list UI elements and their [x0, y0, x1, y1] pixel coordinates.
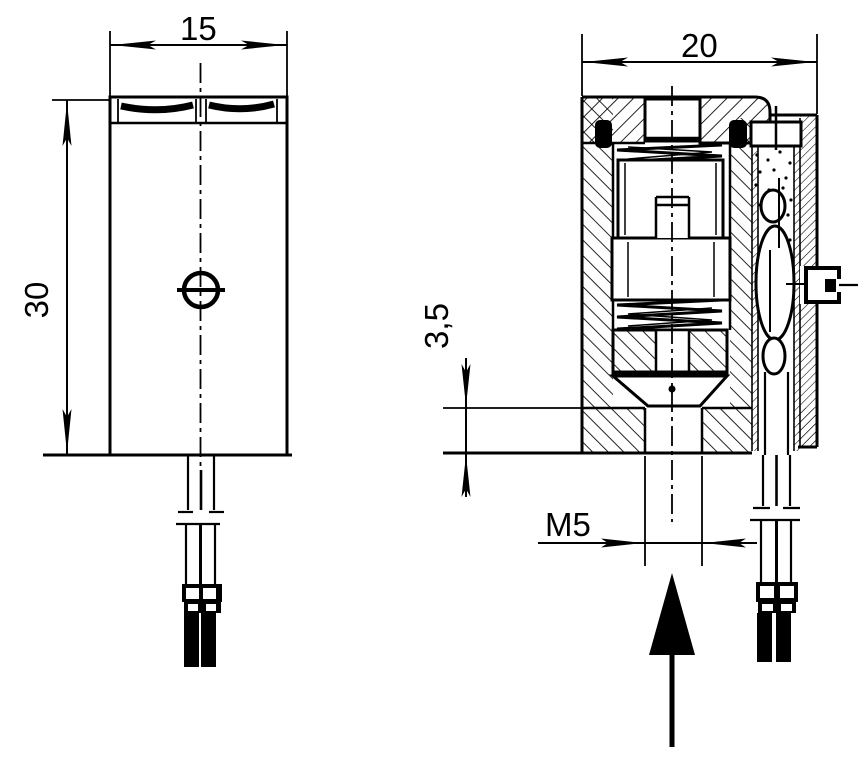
- mid-wall-hatch: [730, 118, 752, 408]
- dim-front-width: 15: [109, 10, 288, 96]
- dim-label-section-width: 20: [681, 27, 718, 64]
- plunger-magnet: [610, 158, 732, 302]
- cable-front: [176, 456, 224, 667]
- bottom-wall-hatch: [702, 408, 752, 453]
- dim-wall-thickness: 3,5: [418, 303, 583, 497]
- arrowhead-icon: [704, 538, 746, 548]
- reed-switch-channel: [749, 106, 803, 455]
- wire-crimp: [756, 582, 798, 613]
- actuation-direction-arrow: [649, 573, 695, 747]
- seal-right: [729, 120, 747, 148]
- reed-capsule-tip: [759, 188, 787, 224]
- potting-band: [110, 99, 287, 125]
- dim-thread: M5: [538, 456, 757, 566]
- wire-end: [184, 613, 199, 667]
- wire-end: [776, 613, 791, 662]
- arrowhead-icon: [584, 57, 628, 67]
- wire-end: [757, 613, 772, 662]
- dim-front-height: 30: [18, 99, 110, 455]
- arrowhead-icon: [241, 40, 285, 50]
- housing-outline: [108, 95, 289, 457]
- arrowhead-icon: [771, 57, 815, 67]
- dim-label-front-width: 15: [180, 10, 217, 47]
- adjustment-screw: [177, 270, 225, 310]
- seal-left: [595, 120, 612, 148]
- reed-capsule-bottom: [761, 336, 787, 376]
- dim-section-width: 20: [581, 27, 818, 114]
- bottom-wall-hatch: [582, 408, 645, 453]
- bottom-plug: [608, 328, 731, 408]
- sensor-housing-front: [43, 63, 292, 667]
- front-view: 15 30: [18, 10, 292, 667]
- tube-wall-hatch: [794, 146, 800, 451]
- side-connector: [786, 266, 858, 304]
- left-wall-hatch: [582, 97, 613, 408]
- dim-label-thread: M5: [545, 506, 591, 543]
- arrow-up-icon: [649, 573, 695, 655]
- potting-meniscus: [120, 101, 194, 114]
- section-view: 20: [418, 27, 858, 747]
- housing-section-walls: [443, 95, 819, 455]
- potting-meniscus: [208, 100, 275, 113]
- connector-tab: [825, 279, 836, 292]
- arrowhead-icon: [62, 409, 72, 453]
- dim-label-wall-thickness: 3,5: [418, 303, 455, 349]
- tube-wall-hatch: [752, 146, 758, 451]
- arrowhead-icon: [461, 364, 471, 406]
- arrowhead-icon: [601, 538, 643, 548]
- wire-end: [201, 613, 216, 667]
- arrowhead-icon: [62, 102, 72, 146]
- funnel-center-mark: [668, 385, 676, 393]
- cable-section: [750, 455, 800, 662]
- wire-crimp: [182, 584, 222, 613]
- dim-label-front-height: 30: [18, 282, 55, 319]
- spring-lower: [616, 298, 723, 331]
- arrowhead-icon: [112, 40, 156, 50]
- arrowhead-icon: [461, 455, 471, 497]
